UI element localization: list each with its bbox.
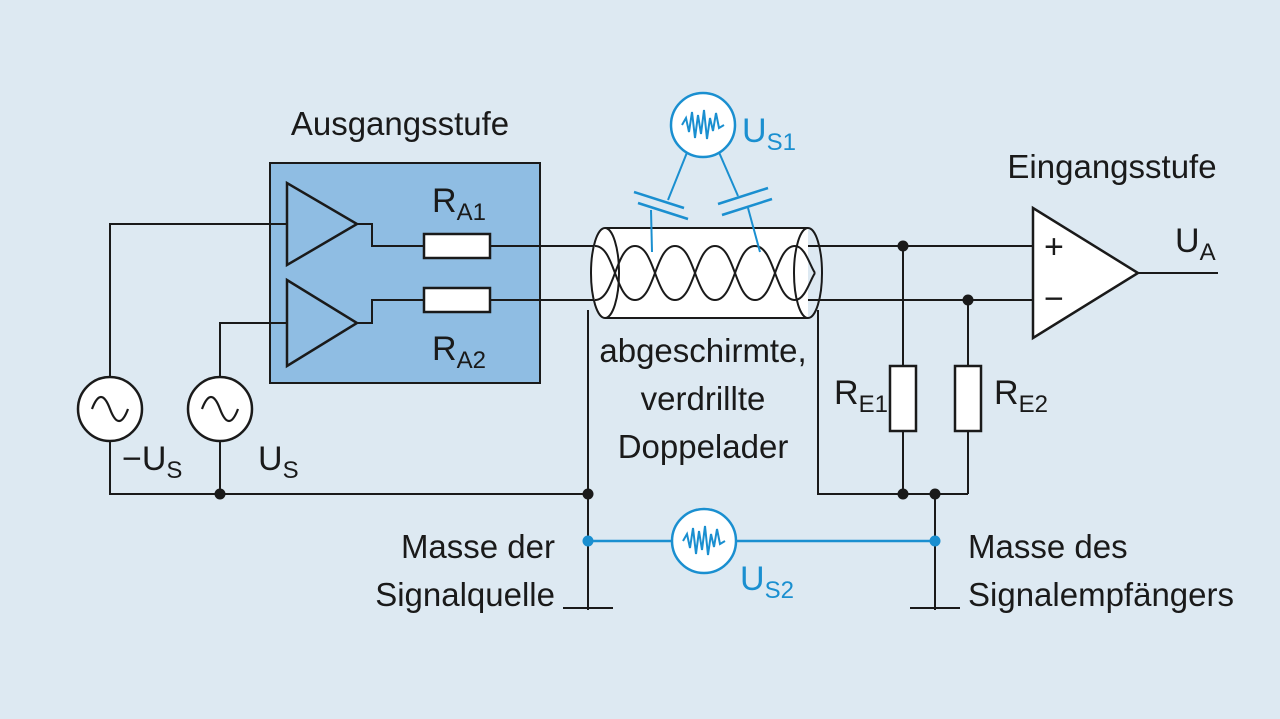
- output-stage-label: Ausgangsstufe: [291, 105, 509, 142]
- ra2-label: RA2: [432, 330, 486, 374]
- input-minus-sign: −: [1044, 280, 1064, 318]
- wires: [109, 223, 1218, 610]
- cable-label-line2: verdrillte: [641, 380, 766, 417]
- cable-label-line1: abgeschirmte,: [599, 332, 806, 369]
- input-stage-label: Eingangsstufe: [1007, 148, 1216, 185]
- cable-label-line3: Doppelader: [618, 428, 789, 465]
- noise-coupling-us1: [633, 149, 773, 253]
- us2-label: US2: [740, 560, 794, 604]
- resistor-ra2: [422, 286, 492, 314]
- junction-dots: [214, 240, 974, 500]
- ground-source-line2: Signalquelle: [375, 576, 555, 613]
- resistor-re1: [888, 364, 918, 433]
- resistor-re2: [953, 364, 983, 433]
- ground-source-line1: Masse der: [401, 528, 555, 565]
- us-neg-label: −US: [122, 440, 182, 484]
- re1-label: RE1: [834, 374, 888, 418]
- noise-source-us2: [670, 507, 738, 575]
- noise-source-us1: [669, 91, 737, 159]
- ground-receiver-line2: Signalempfängers: [968, 576, 1234, 613]
- ground-noise-path: [582, 535, 941, 547]
- us-pos-label: US: [258, 440, 299, 484]
- shielded-twisted-pair: [590, 227, 823, 319]
- input-plus-sign: +: [1044, 228, 1064, 266]
- ac-source-negative: [76, 375, 144, 443]
- ac-source-positive: [186, 375, 254, 443]
- ra1-label: RA1: [432, 182, 486, 226]
- input-amplifier: [1031, 205, 1141, 341]
- ground-receiver-line1: Masse des: [968, 528, 1128, 565]
- resistor-ra1: [422, 232, 492, 260]
- us1-label: US1: [742, 112, 796, 156]
- ua-label: UA: [1175, 222, 1216, 266]
- re2-label: RE2: [994, 374, 1048, 418]
